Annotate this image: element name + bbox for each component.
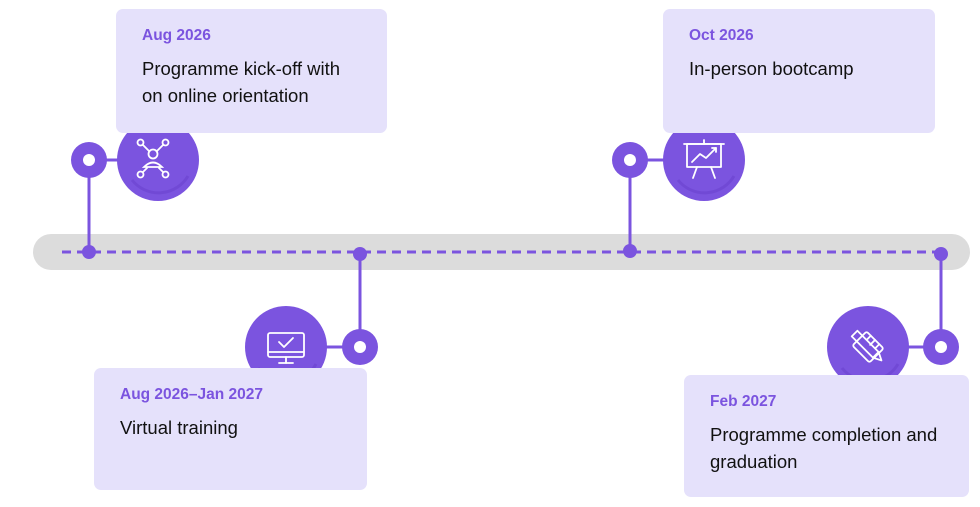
milestone-description: Programme completion and graduation xyxy=(710,424,938,472)
milestone-description: In-person bootcamp xyxy=(689,58,854,79)
milestone-date: Feb 2027 xyxy=(710,393,777,410)
milestone-date: Aug 2026–Jan 2027 xyxy=(120,386,264,403)
milestone-description: Virtual training xyxy=(120,417,238,438)
milestone-description: Programme kick-off with on online orient… xyxy=(142,58,341,106)
presentation-board-icon xyxy=(663,119,745,201)
milestone-card-4: Feb 2027 Programme completion and gradua… xyxy=(684,375,969,497)
milestone-3-connector xyxy=(612,142,704,258)
milestone-card-3: Oct 2026 In-person bootcamp xyxy=(663,9,935,133)
network-people-icon xyxy=(117,119,199,201)
milestone-date: Aug 2026 xyxy=(142,27,211,44)
milestone-date: Oct 2026 xyxy=(689,27,754,44)
milestone-card-1: Aug 2026 Programme kick-off with on onli… xyxy=(116,9,387,133)
milestone-card-2: Aug 2026–Jan 2027 Virtual training xyxy=(94,368,367,490)
